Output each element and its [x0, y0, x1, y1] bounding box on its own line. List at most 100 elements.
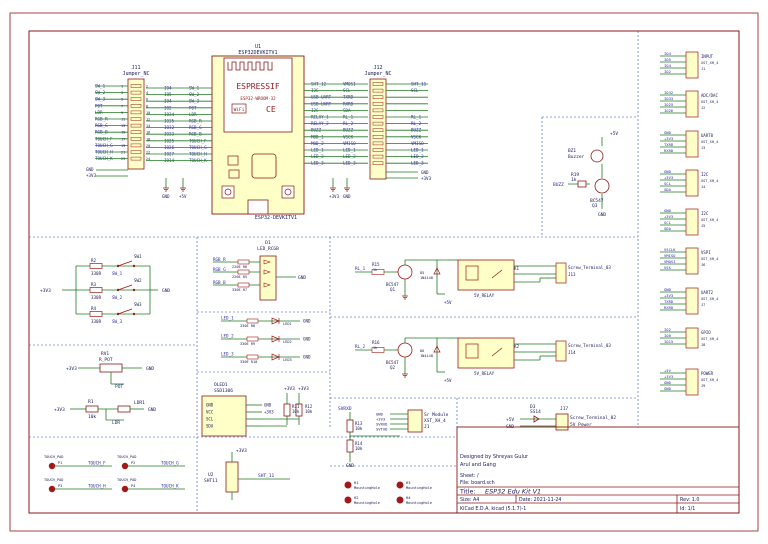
j11-value: Jumper_NC	[122, 71, 149, 77]
led-ref: LED3	[283, 358, 292, 362]
relay-terminal-ref: J14	[568, 350, 576, 355]
connector-net-label: +3V3	[664, 175, 673, 180]
relay-d-ref: D5	[420, 271, 424, 275]
tb-sheet: Sheet: /	[460, 473, 479, 479]
j11-pin-number: 3	[121, 91, 123, 95]
j12-net-label: LED_1	[411, 148, 424, 153]
sht11-sensor: U2 SHT11 +3V3 SHT_11	[204, 448, 290, 500]
serial-gnd: GND	[346, 463, 354, 469]
connector-net-label: GND	[664, 380, 672, 385]
rgb-resistor-label: 220E R6	[232, 265, 247, 269]
connector-net-label: IO15	[664, 339, 673, 344]
switch-contact	[132, 264, 136, 268]
connector-net-label: +3V3	[664, 293, 673, 298]
led-resistor	[246, 318, 259, 324]
j11-pin-number: 5	[121, 98, 123, 102]
j12-pin	[372, 121, 384, 126]
relay-q-value: BC547	[386, 360, 399, 365]
serial-title: Sr Module	[424, 412, 449, 418]
touch-ref: P1	[58, 461, 62, 465]
connector-net-label: +3V3	[664, 214, 673, 219]
switch-circuit	[62, 265, 158, 315]
switch-icon	[117, 284, 133, 291]
svg-text:WiFi: WiFi	[234, 107, 245, 113]
switch-icon	[117, 308, 133, 315]
connector-value: XST_XH_4	[701, 61, 718, 65]
power-symbol-label: +5V	[179, 194, 187, 199]
switch-resistor	[89, 287, 103, 293]
j12-3v3: +3V3	[421, 176, 432, 181]
connector-title: UART0	[701, 133, 714, 138]
j11-pin-number: 12	[146, 118, 150, 122]
j11-pin-number: 2	[146, 85, 148, 89]
hole-value: MountingHole	[406, 501, 432, 505]
oled-pull-3v3-a: +3V3	[284, 386, 295, 392]
pot-value: R_POT	[99, 357, 113, 363]
relay-body	[457, 259, 515, 291]
switch-ref: SW1	[134, 254, 142, 259]
j11-pin-number: 15	[121, 131, 125, 135]
boot-button-icon	[221, 185, 235, 199]
j11-pin-number: 10	[146, 111, 150, 115]
ce-mark-icon: CE	[266, 105, 276, 114]
ldr-ref: LDR1	[134, 400, 145, 406]
tb-file: File: board.sch	[460, 480, 495, 486]
d3-value: SS14	[530, 409, 541, 415]
rgb-net-label: RGB_G	[213, 267, 226, 272]
touch-pad-icon	[121, 485, 129, 493]
switch-resistor-ref: R4	[91, 306, 97, 311]
rgb-body	[259, 255, 277, 301]
sht-net: SHT_11	[258, 473, 275, 479]
j12-net-label: RL_1	[411, 115, 422, 120]
relay-coil-icon	[465, 265, 479, 281]
j12-pin	[372, 82, 384, 86]
connector-net-label: TXRD	[664, 142, 674, 147]
pot-gnd: GND	[146, 366, 154, 372]
hole-ref: H3	[406, 480, 411, 485]
serial-r13-value: 10k	[355, 426, 363, 431]
j11-pin	[130, 117, 142, 121]
ldr-circuit	[70, 405, 144, 421]
regulator-icon	[227, 155, 239, 166]
j11-pin-number: 4	[146, 91, 148, 95]
mounting-hole-icon	[344, 481, 352, 489]
ldr-net: LDR	[112, 420, 120, 426]
j11-pin	[130, 90, 142, 95]
j12-net-label: SCL	[411, 88, 419, 93]
oled-pin-label: GND	[206, 403, 214, 408]
rgb-resistor-label: 330E R7	[232, 288, 247, 292]
serial-connector	[407, 409, 423, 433]
connector-title: INPUT	[701, 54, 714, 59]
j12-pin	[372, 154, 384, 159]
connector-net-label: SCL	[664, 181, 672, 186]
j11-pin-number: 20	[146, 144, 150, 148]
serial-net-label: SVTXD	[376, 427, 388, 432]
j17-connector	[555, 413, 569, 431]
led-diode-icon	[271, 353, 280, 361]
relay-diode-icon	[433, 267, 441, 275]
j12-ref: J12	[373, 65, 382, 71]
relay-k-ref: K1	[514, 266, 520, 271]
ldr-r-value: 10k	[88, 414, 96, 420]
touch-ref: P4	[131, 484, 135, 488]
connector-ref: J2	[701, 106, 705, 110]
relay-5v: +5V	[444, 378, 452, 383]
oled-gnd: GND	[264, 403, 272, 408]
pot-circuit	[78, 363, 142, 385]
j12-pin	[372, 141, 384, 146]
connector-title: POWER	[701, 371, 714, 376]
relay-terminal-ref: J13	[568, 272, 576, 277]
r1-resistor	[85, 405, 99, 413]
j12-net-label: SHT_11	[411, 82, 427, 87]
connector-net-label: GND	[664, 169, 672, 174]
switch-resistor-ref: R2	[91, 258, 97, 263]
buzzer-circuit	[568, 137, 610, 209]
r14-resistor	[346, 439, 354, 453]
usb-uart-chip-icon	[251, 153, 277, 179]
connector-net-label: RXRD	[664, 305, 674, 310]
oled-r11-ref: R11	[292, 404, 300, 409]
connector-net-label: IO32	[664, 90, 673, 95]
led-gnd: GND	[303, 337, 311, 342]
